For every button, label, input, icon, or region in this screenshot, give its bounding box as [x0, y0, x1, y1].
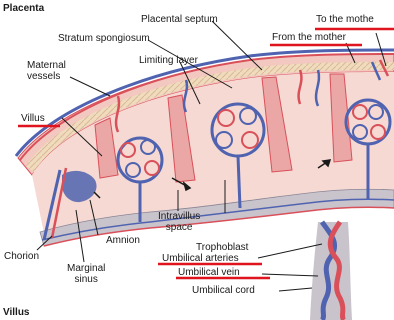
umbilical-cord	[310, 222, 352, 320]
label-to-the-mother: To the mothe	[316, 14, 374, 25]
label-trophoblast: Trophoblast	[196, 242, 248, 253]
label-umbilical-cord: Umbilical cord	[192, 285, 255, 296]
label-umbilical-arteries: Umbilical arteries	[162, 253, 239, 264]
label-villus: Villus	[21, 113, 45, 124]
label-marginal-sinus: Marginal sinus	[67, 263, 105, 285]
label-placental-septum: Placental septum	[141, 14, 218, 25]
label-stratum-spongiosum: Stratum spongiosum	[58, 33, 150, 44]
footer-villus: Villus	[3, 307, 30, 318]
label-chorion: Chorion	[4, 251, 39, 262]
label-intravillus-space: Intravillus space	[158, 211, 200, 233]
label-umbilical-vein: Umbilical vein	[178, 267, 240, 278]
label-from-the-mother: From the mother	[272, 32, 346, 43]
title-placenta: Placenta	[3, 3, 44, 14]
label-limiting-layer: Limiting layer	[139, 55, 198, 66]
label-maternal-vessels: Maternal vessels	[27, 60, 66, 82]
label-amnion: Amnion	[106, 235, 140, 246]
